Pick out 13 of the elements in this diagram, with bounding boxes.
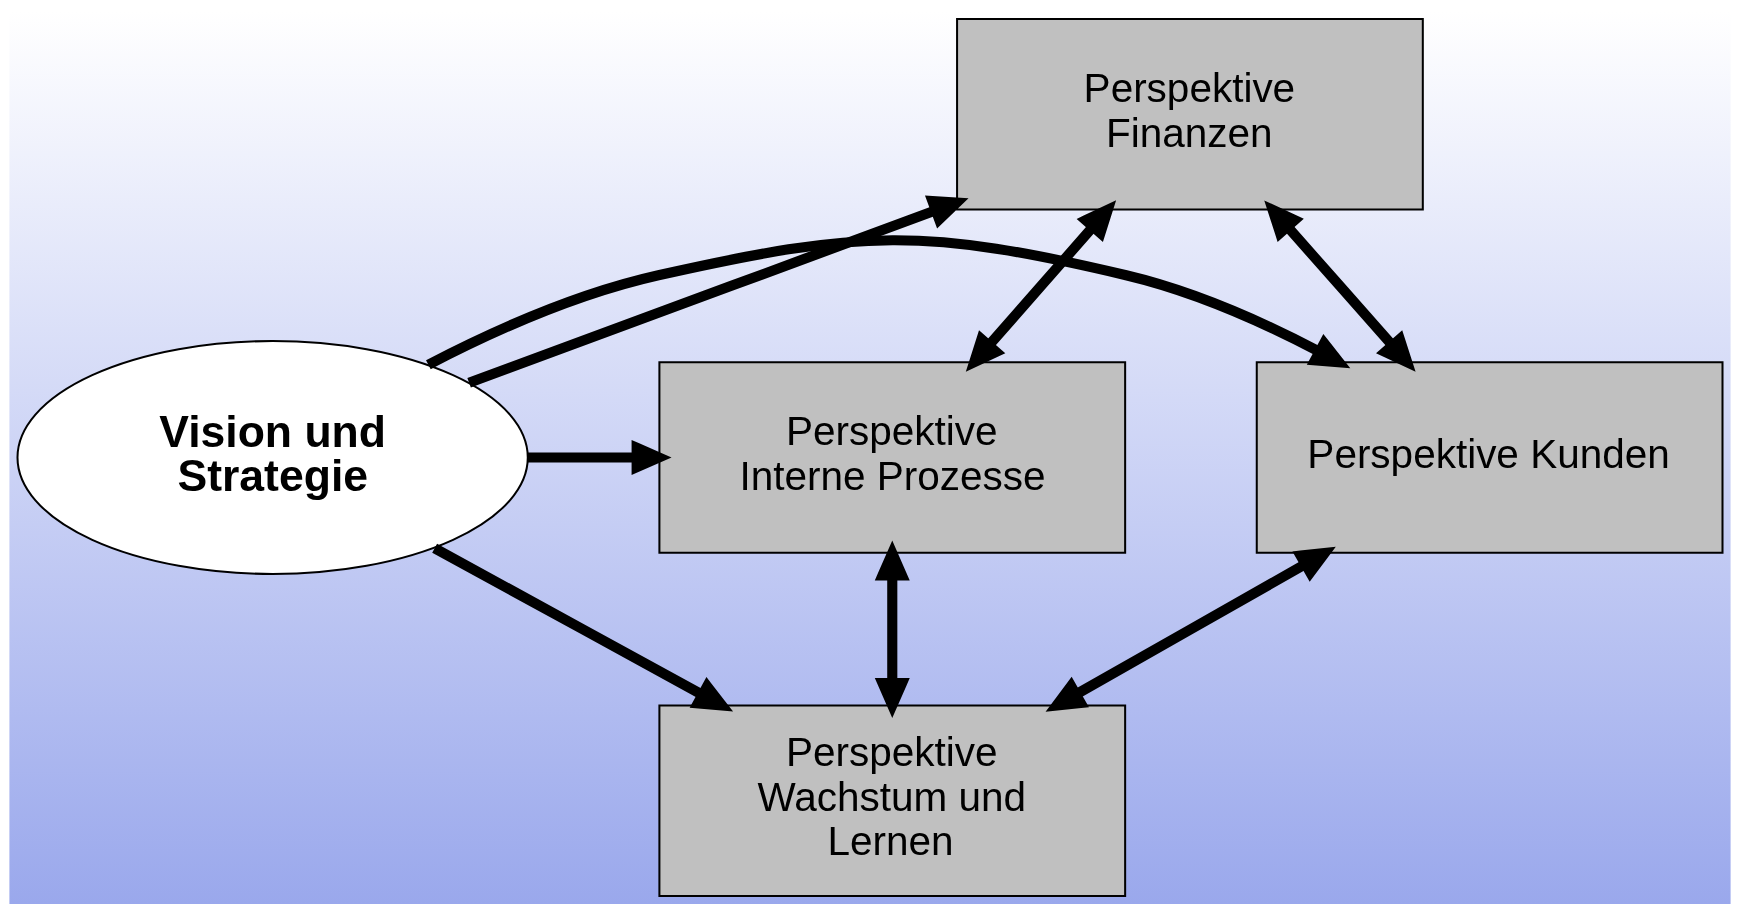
arrow <box>527 439 672 475</box>
arrow <box>1045 546 1336 712</box>
node-box: Perspektive Finanzen <box>955 17 1424 210</box>
node-box: Perspektive Wachstum und Lernen <box>657 704 1126 897</box>
arrow <box>425 234 1350 369</box>
arrow <box>431 543 733 712</box>
arrow <box>874 539 910 718</box>
node-box: Perspektive Kunden <box>1255 360 1723 554</box>
arrow <box>965 199 1116 372</box>
node-box: Perspektive Interne Prozesse <box>657 360 1126 554</box>
arrow <box>1263 199 1416 372</box>
node-ellipse: Vision und Strategie <box>16 339 529 575</box>
arrow <box>466 195 969 388</box>
